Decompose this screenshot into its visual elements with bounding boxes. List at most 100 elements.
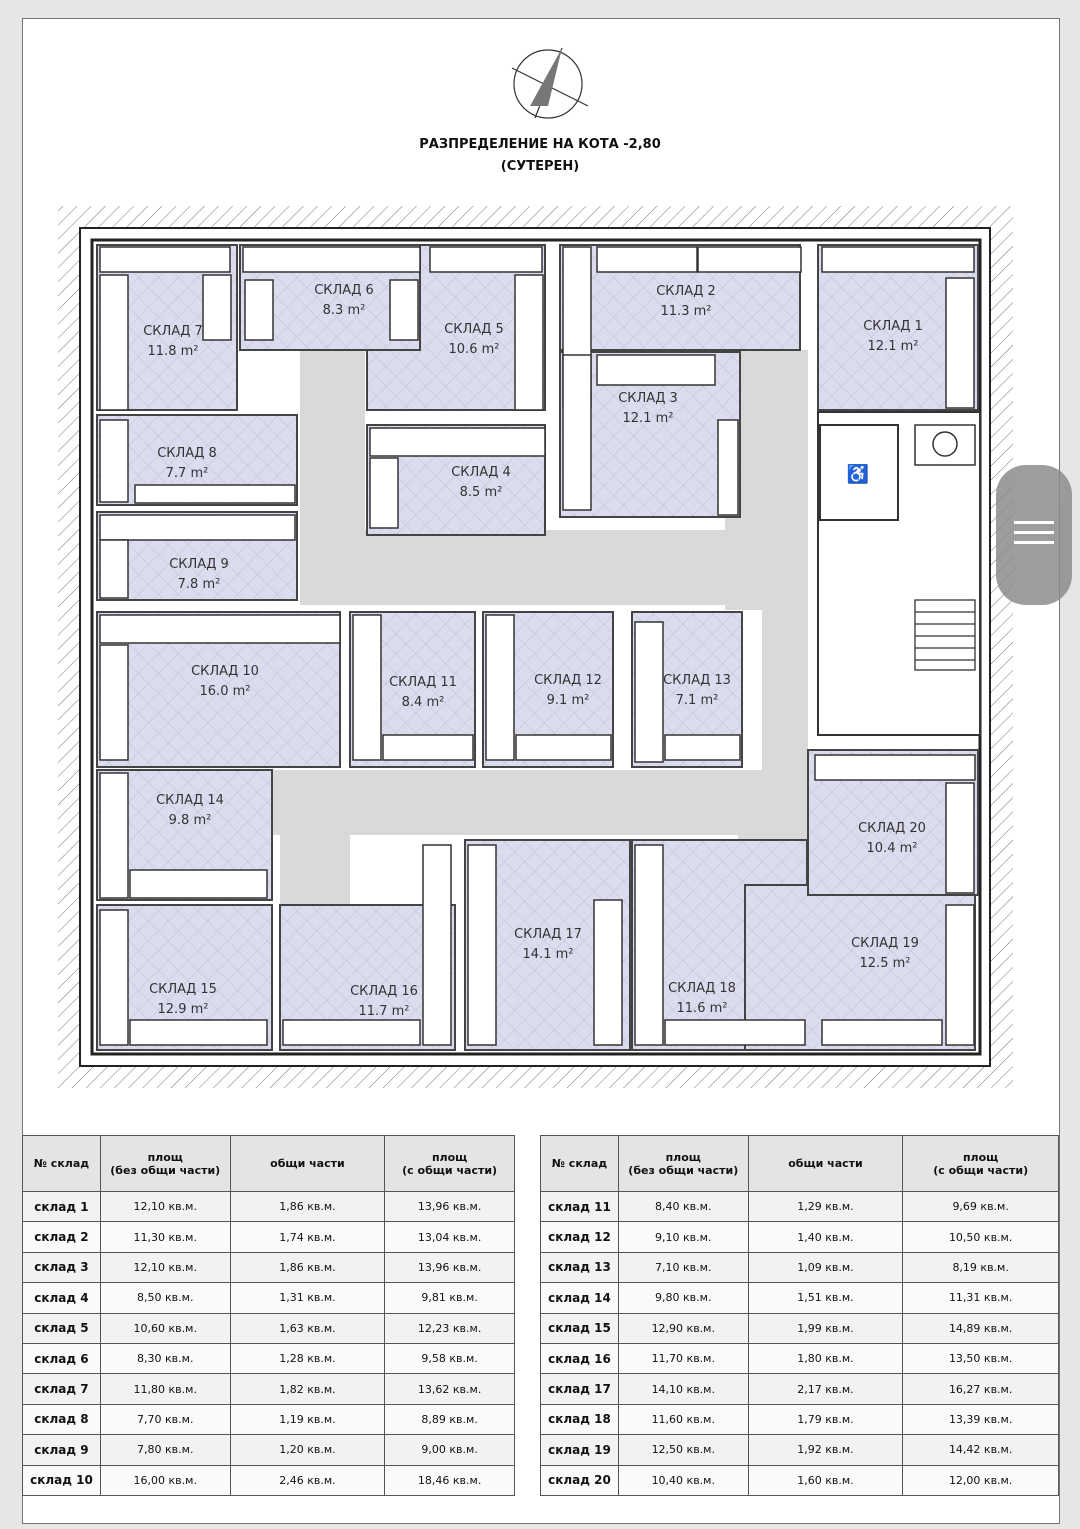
area-value-cell: 1,40 кв.м. xyxy=(747,1221,904,1253)
area-value-cell: 12,50 кв.м. xyxy=(617,1434,749,1466)
room-name-label: СКЛАД 19 xyxy=(851,936,919,951)
area-value-cell: 9,00 кв.м. xyxy=(384,1434,515,1466)
shelf xyxy=(99,909,129,1046)
area-value-cell: 12,23 кв.м. xyxy=(384,1312,515,1344)
storage-number-cell: склад 20 xyxy=(540,1464,619,1496)
area-value-cell: 12,90 кв.м. xyxy=(617,1312,749,1344)
room-area-label: 12.9 m² xyxy=(158,1002,209,1017)
area-value-cell: 13,62 кв.м. xyxy=(384,1373,515,1405)
area-value-cell: 8,50 кв.м. xyxy=(99,1282,231,1314)
area-value-cell: 13,96 кв.м. xyxy=(384,1190,515,1223)
area-value-cell: 12,10 кв.м. xyxy=(99,1190,231,1223)
area-value-cell: 8,89 кв.м. xyxy=(384,1403,515,1436)
area-value-cell: 9,58 кв.м. xyxy=(384,1342,515,1375)
storage-number-cell: склад 19 xyxy=(540,1434,619,1466)
storage-number-cell: склад 12 xyxy=(540,1221,619,1253)
room-area-label: 9.1 m² xyxy=(547,693,590,708)
room-area-label: 11.3 m² xyxy=(661,304,712,319)
room-name-label: СКЛАД 2 xyxy=(656,284,716,299)
area-value-cell: 1,20 кв.м. xyxy=(229,1434,386,1466)
area-value-cell: 11,30 кв.м. xyxy=(99,1221,231,1253)
area-value-cell: 1,19 кв.м. xyxy=(229,1403,386,1436)
room-name-label: СКЛАД 17 xyxy=(514,927,582,942)
shelf xyxy=(717,419,739,516)
shelf xyxy=(485,614,515,761)
shelf xyxy=(634,844,664,1046)
area-value-cell: 1,86 кв.м. xyxy=(229,1190,386,1223)
area-value-cell: 16,00 кв.м. xyxy=(99,1464,231,1496)
room-name-label: СКЛАД 13 xyxy=(663,673,731,688)
area-value-cell: 11,80 кв.м. xyxy=(99,1373,231,1405)
room-name-label: СКЛАД 8 xyxy=(157,446,217,461)
area-value-cell: 1,60 кв.м. xyxy=(747,1464,904,1496)
storage-number-cell: склад 5 xyxy=(22,1312,101,1344)
storage-number-cell: склад 2 xyxy=(22,1221,101,1253)
area-value-cell: 10,40 кв.м. xyxy=(617,1464,749,1496)
shelf xyxy=(945,782,975,894)
area-value-cell: 1,51 кв.м. xyxy=(747,1282,904,1314)
shelf xyxy=(697,246,802,273)
area-value-cell: 9,69 кв.м. xyxy=(902,1190,1059,1223)
room-name-label: СКЛАД 4 xyxy=(451,465,511,480)
shelf xyxy=(352,614,382,761)
shelf xyxy=(562,354,592,511)
room-name-label: СКЛАД 12 xyxy=(534,673,602,688)
room-area-label: 11.6 m² xyxy=(677,1001,728,1016)
shelf xyxy=(99,644,129,761)
shelf xyxy=(129,869,268,899)
shelf xyxy=(242,246,421,273)
room-name-label: СКЛАД 7 xyxy=(143,324,203,339)
area-value-cell: 8,30 кв.м. xyxy=(99,1342,231,1375)
area-value-cell: 7,70 кв.м. xyxy=(99,1403,231,1436)
shelf xyxy=(129,1019,268,1046)
shelf xyxy=(634,621,664,763)
area-value-cell: 13,04 кв.м. xyxy=(384,1221,515,1253)
handle-bar xyxy=(1014,531,1054,534)
room-area-label: 11.8 m² xyxy=(148,344,199,359)
room-name-label: СКЛАД 18 xyxy=(668,981,736,996)
area-value-cell: 9,81 кв.м. xyxy=(384,1282,515,1314)
room-area-label: 10.4 m² xyxy=(867,841,918,856)
area-value-cell: 8,40 кв.м. xyxy=(617,1190,749,1223)
area-value-cell: 1,74 кв.м. xyxy=(229,1221,386,1253)
room-area-label: 9.8 m² xyxy=(169,813,212,828)
accessibility-icon: ♿ xyxy=(847,463,869,484)
room-area-label: 12.1 m² xyxy=(623,411,674,426)
room-area-label: 12.1 m² xyxy=(868,339,919,354)
column-header: № склад xyxy=(540,1135,619,1192)
room-area-label: 16.0 m² xyxy=(200,684,251,699)
storage-number-cell: склад 17 xyxy=(540,1373,619,1405)
storage-number-cell: склад 4 xyxy=(22,1282,101,1314)
shelf xyxy=(244,279,274,341)
area-value-cell: 14,89 кв.м. xyxy=(902,1312,1059,1344)
shelf xyxy=(664,1019,806,1046)
shelf xyxy=(99,614,341,644)
shelf xyxy=(515,734,612,761)
storage-number-cell: склад 9 xyxy=(22,1434,101,1466)
area-value-cell: 13,50 кв.м. xyxy=(902,1342,1059,1375)
stair-icon xyxy=(914,599,976,671)
room-area-label: 8.3 m² xyxy=(323,303,366,318)
area-value-cell: 8,19 кв.м. xyxy=(902,1251,1059,1284)
shelf xyxy=(514,274,544,411)
handle-bar xyxy=(1014,521,1054,524)
scroll-handle[interactable] xyxy=(996,465,1072,605)
area-value-cell: 11,60 кв.м. xyxy=(617,1403,749,1436)
area-value-cell: 1,31 кв.м. xyxy=(229,1282,386,1314)
area-value-cell: 9,80 кв.м. xyxy=(617,1282,749,1314)
shelf xyxy=(814,754,976,781)
column-header: площ(без общи части) xyxy=(99,1135,231,1192)
